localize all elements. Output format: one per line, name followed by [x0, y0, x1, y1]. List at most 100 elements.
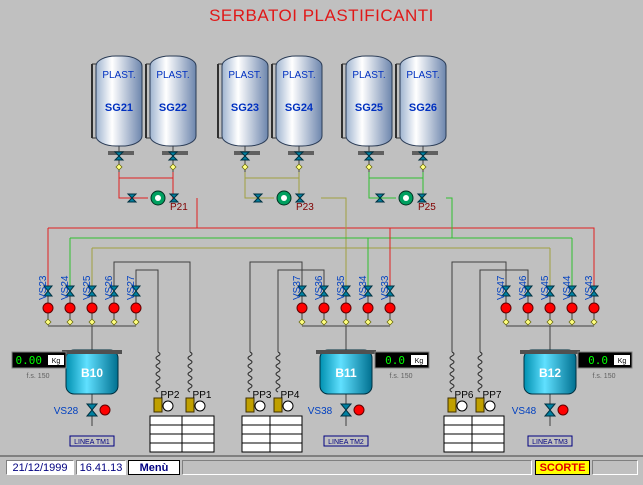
- drum-pump-label: PP4: [281, 390, 300, 401]
- flow-indicator: [88, 318, 96, 326]
- menu-button[interactable]: Menù: [128, 460, 180, 475]
- valve-label: VS25: [82, 275, 93, 300]
- line-label: LINEA TM1: [74, 439, 110, 446]
- header-green: [446, 197, 453, 238]
- valve-body: [296, 285, 308, 297]
- scale-unit-box: [614, 355, 630, 365]
- valve-status-indicator: [522, 302, 534, 314]
- status-message-area: [182, 460, 532, 475]
- drum: [149, 415, 183, 453]
- valve-vs28[interactable]: [85, 403, 99, 417]
- valve-vs34[interactable]: [362, 285, 374, 326]
- pump-valve[interactable]: [416, 193, 428, 203]
- tank-label: PLAST.: [406, 70, 439, 81]
- valve-status-indicator: [64, 302, 76, 314]
- drum-line: [135, 269, 159, 352]
- drum-pump-label: PP3: [253, 390, 272, 401]
- storage-tank-sg21[interactable]: PLAST.SG21: [91, 55, 143, 155]
- suction-manifold: [118, 172, 174, 179]
- drum-pump-pp7[interactable]: [475, 397, 485, 413]
- valve-vs48[interactable]: [543, 403, 557, 417]
- valve-label: VS44: [562, 275, 573, 300]
- storage-tank-sg25[interactable]: PLAST.SG25: [341, 55, 393, 155]
- tank-outlet-valve[interactable]: [239, 151, 251, 161]
- valve-vs33[interactable]: [384, 285, 396, 326]
- valve-vs44[interactable]: [566, 285, 578, 326]
- storage-tank-sg22[interactable]: PLAST.SG22: [145, 55, 197, 155]
- tank-outlet-valve[interactable]: [167, 151, 179, 161]
- drum-pump-pp1[interactable]: [185, 397, 195, 413]
- pump-valve[interactable]: [168, 193, 180, 203]
- drum: [181, 415, 215, 453]
- pump-valve[interactable]: [294, 193, 306, 203]
- tank-outlet-valve[interactable]: [293, 151, 305, 161]
- scale-unit: Kg: [52, 358, 61, 365]
- storage-tank-sg26[interactable]: PLAST. SG26: [395, 55, 447, 155]
- valve-vs45[interactable]: [544, 285, 556, 326]
- valve-vs27[interactable]: [130, 285, 142, 326]
- valve-vs24[interactable]: [64, 285, 76, 326]
- tank-outlet-valve[interactable]: [417, 151, 429, 161]
- drum-pump-indicator: [254, 400, 266, 412]
- drum-pump-pp2[interactable]: [153, 397, 163, 413]
- stock-button[interactable]: SCORTE: [535, 460, 590, 475]
- valve-status-indicator: [296, 302, 308, 314]
- storage-tank-sg24[interactable]: PLAST.SG24: [271, 55, 323, 155]
- tank-outlet-valve[interactable]: [113, 151, 125, 161]
- valve-status-indicator: [130, 302, 142, 314]
- drum-line: [249, 261, 303, 352]
- valve-vs38[interactable]: [339, 403, 353, 417]
- valve-body: [588, 285, 600, 297]
- valve-status-indicator: [384, 302, 396, 314]
- tank-label: PLAST.: [282, 70, 315, 81]
- valve-body: [362, 285, 374, 297]
- scale-value: 0.00: [16, 354, 43, 367]
- drum: [471, 415, 505, 453]
- valve-vs35[interactable]: [340, 285, 352, 326]
- drum-pump-pp6[interactable]: [447, 397, 457, 413]
- tank-body: [95, 55, 143, 147]
- valve-body: [130, 285, 142, 297]
- valve-vs36[interactable]: [318, 285, 330, 326]
- valve-vs25[interactable]: [86, 285, 98, 326]
- valve-vs46[interactable]: [522, 285, 534, 326]
- valve-vs26[interactable]: [108, 285, 120, 326]
- header-red: [196, 198, 595, 288]
- drum-pump-pp4[interactable]: [273, 397, 283, 413]
- valve-label: VS47: [496, 275, 507, 300]
- tank-outlet-valve[interactable]: [363, 151, 375, 161]
- line-tag: [69, 435, 115, 447]
- pump-rotor: [155, 195, 161, 201]
- status-bar: 21/12/1999 16.41.13 Menù SCORTE: [0, 455, 643, 485]
- pump-valve[interactable]: [252, 193, 264, 203]
- tank-label: PLAST.: [102, 70, 135, 81]
- mixer-rim: [62, 350, 122, 354]
- drum-hose: [187, 351, 193, 393]
- valve-vs43[interactable]: [588, 285, 600, 326]
- valve-vs47[interactable]: [500, 285, 512, 326]
- valve-vs37[interactable]: [296, 285, 308, 326]
- tank-body: [345, 55, 393, 147]
- pump-valve[interactable]: [126, 193, 138, 203]
- drum-pump-pp3[interactable]: [245, 397, 255, 413]
- storage-tank-sg23[interactable]: PLAST.SG23: [217, 55, 269, 155]
- flow-indicator: [364, 318, 372, 326]
- valve-body: [318, 285, 330, 297]
- valve-label: VS38: [308, 406, 333, 417]
- drum: [269, 415, 303, 453]
- valve-label: VS33: [380, 275, 391, 300]
- flow-indicator: [320, 318, 328, 326]
- suction-manifold: [368, 172, 424, 179]
- valve-status-indicator: [86, 302, 98, 314]
- tank-name: SG25: [355, 102, 383, 114]
- pump-valve[interactable]: [374, 193, 386, 203]
- valve-vs23[interactable]: [42, 285, 54, 326]
- tank-name: SG26: [409, 102, 437, 114]
- drum-pump-label: PP1: [193, 390, 212, 401]
